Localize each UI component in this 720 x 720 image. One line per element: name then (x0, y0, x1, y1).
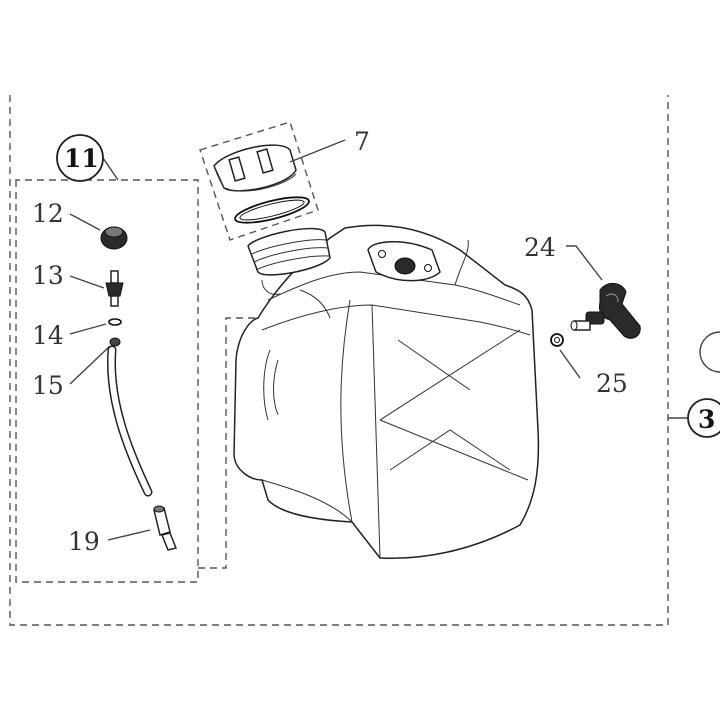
assembly-11-link (198, 317, 258, 569)
label-12: 12 (32, 199, 64, 228)
label-13: 13 (32, 261, 64, 290)
leader-line-24 (566, 245, 603, 281)
leader-line-19 (107, 529, 151, 541)
hose (106, 345, 153, 497)
offpage-callout-circle (699, 331, 720, 373)
part-12-cap-nut (100, 226, 128, 250)
label-25: 25 (596, 369, 628, 398)
label-15: 15 (32, 371, 64, 400)
part-7-fuel-cap (213, 144, 297, 192)
callout-circle-11 (56, 134, 104, 182)
label-24: 24 (524, 233, 556, 262)
callout-3-text: 3 (698, 405, 715, 434)
leader-line-11 (102, 157, 119, 181)
leader-line-14 (69, 323, 107, 335)
label-19: 19 (68, 527, 100, 556)
leader-line-7 (289, 139, 346, 163)
tank-body (233, 224, 540, 560)
part-19-connector (153, 505, 178, 551)
part-13-fitting (105, 270, 124, 307)
leader-line-12 (69, 213, 101, 231)
part-7-group-box (199, 121, 319, 241)
part-7-gasket (234, 196, 310, 224)
leader-line-13 (69, 275, 105, 289)
label-14: 14 (32, 321, 64, 350)
callout-circle-3 (687, 398, 720, 438)
part-24-knob (570, 283, 641, 339)
assembly-11-boundary (15, 179, 199, 583)
part-14-o-ring (108, 318, 122, 326)
leader-line-25 (559, 349, 581, 379)
assembly-3-boundary (9, 95, 669, 626)
callout-11-text: 11 (64, 144, 99, 173)
label-7: 7 (354, 127, 370, 156)
leader-line-15 (69, 345, 111, 385)
part-15-washer (109, 337, 121, 347)
